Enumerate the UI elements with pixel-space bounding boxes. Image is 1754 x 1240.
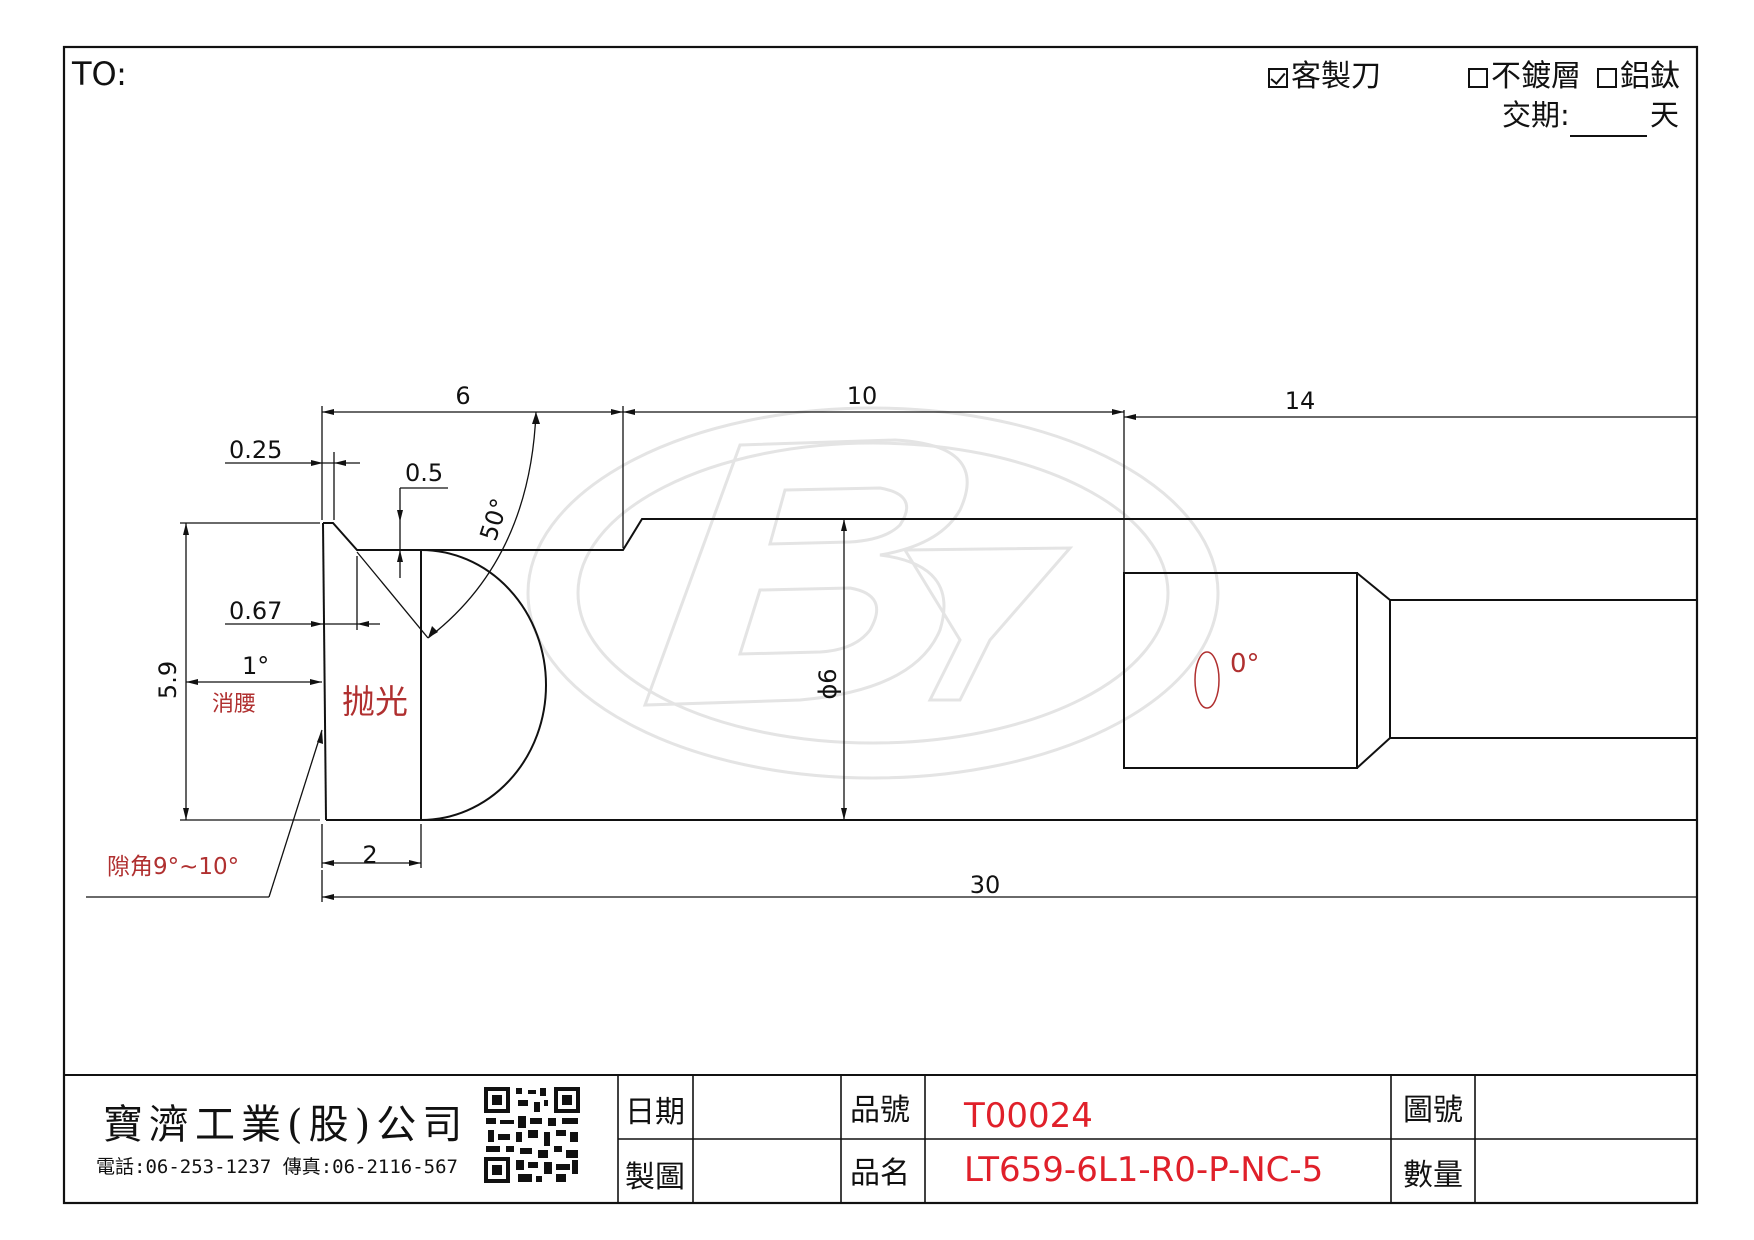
option-altin-label: 鋁鈦 xyxy=(1620,59,1680,94)
drawn-by-label: 製圖 xyxy=(625,1160,685,1195)
altin-checkbox[interactable] xyxy=(1597,68,1617,88)
dim-14: 14 xyxy=(1285,387,1316,415)
dim-0-5: 0.5 xyxy=(405,459,443,487)
dimension-lines xyxy=(86,406,1697,902)
option-custom[interactable]: 客製刀 xyxy=(1268,51,1381,95)
dim-0-67: 0.67 xyxy=(229,597,282,625)
custom-checkbox[interactable] xyxy=(1268,68,1288,88)
date-label: 日期 xyxy=(625,1095,685,1130)
dim-5-9: 5.9 xyxy=(154,661,182,699)
option-altin[interactable]: 鋁鈦 xyxy=(1597,51,1680,95)
sheet-border xyxy=(62,45,1699,1205)
note-polish: 抛光 xyxy=(342,682,408,721)
note-waist: 消腰 xyxy=(212,692,256,717)
part-name-value: LT659-6L1-R0-P-NC-5 xyxy=(964,1150,1324,1190)
dimension-texts: 6 10 14 0.25 0.5 0.67 1° 2 30 5.9 ϕ6 50° xyxy=(154,382,1315,899)
red-notes: 消腰 抛光 隙角9°~10° 0° xyxy=(107,649,1260,880)
delivery-unit: 天 xyxy=(1650,98,1680,132)
note-zero-deg: 0° xyxy=(1230,649,1260,679)
dim-30: 30 xyxy=(970,871,1001,899)
part-no-label: 品號 xyxy=(850,1093,910,1128)
option-no-coating[interactable]: 不鍍層 xyxy=(1468,51,1581,95)
zero-deg-ellipse xyxy=(1194,651,1220,709)
delivery-label: 交期: xyxy=(1502,98,1570,132)
watermark-logo xyxy=(526,406,1220,780)
dim-0-25: 0.25 xyxy=(229,436,282,464)
to-label: TO: xyxy=(72,55,127,93)
dim-6: 6 xyxy=(455,382,470,410)
company-contact: 電話:06-253-1237 傳真:06-2116-567 xyxy=(96,1156,458,1178)
company-name: 寶濟工業(股)公司 xyxy=(103,1102,469,1148)
no-coating-checkbox[interactable] xyxy=(1468,68,1488,88)
quantity-label: 數量 xyxy=(1403,1158,1463,1193)
part-no-value: T00024 xyxy=(964,1096,1093,1136)
dim-1-deg: 1° xyxy=(242,652,269,680)
qr-code xyxy=(484,1087,580,1183)
dimension-arrows xyxy=(183,409,1136,900)
dim-2: 2 xyxy=(362,841,377,869)
dim-10: 10 xyxy=(847,382,878,410)
note-clearance: 隙角9°~10° xyxy=(107,854,239,880)
part-name-label: 品名 xyxy=(850,1156,910,1191)
option-custom-label: 客製刀 xyxy=(1291,59,1381,94)
tool-outline xyxy=(322,518,1697,821)
option-no-coating-label: 不鍍層 xyxy=(1491,59,1581,94)
dim-phi-6: ϕ6 xyxy=(814,668,842,699)
drawing-no-label: 圖號 xyxy=(1403,1093,1463,1128)
title-block-grid xyxy=(617,1075,1697,1203)
